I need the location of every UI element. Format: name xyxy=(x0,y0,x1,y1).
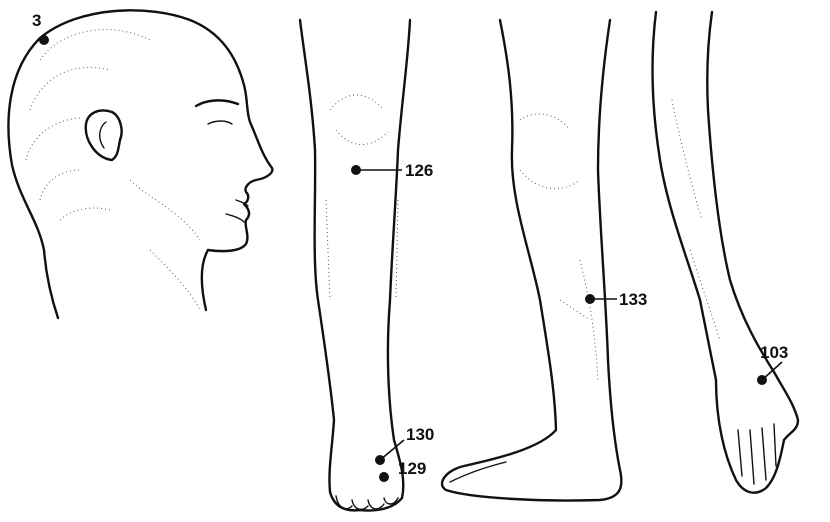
point-129-marker xyxy=(379,472,389,482)
point-129-label: 129 xyxy=(398,459,426,478)
point-133: 133 xyxy=(585,290,647,309)
point-103-leader xyxy=(762,362,782,380)
point-103: 103 xyxy=(757,343,788,385)
point-126: 126 xyxy=(351,161,433,180)
arm-hand xyxy=(653,12,798,493)
point-103-label: 103 xyxy=(760,343,788,362)
front-leg xyxy=(300,20,410,511)
head-profile xyxy=(8,10,272,318)
point-130-leader xyxy=(380,440,404,460)
point-3-marker xyxy=(39,35,49,45)
point-3: 3 xyxy=(32,11,49,45)
side-leg xyxy=(442,20,621,501)
point-126-label: 126 xyxy=(405,161,433,180)
point-133-label: 133 xyxy=(619,290,647,309)
point-3-label: 3 xyxy=(32,11,41,30)
point-130-label: 130 xyxy=(406,425,434,444)
